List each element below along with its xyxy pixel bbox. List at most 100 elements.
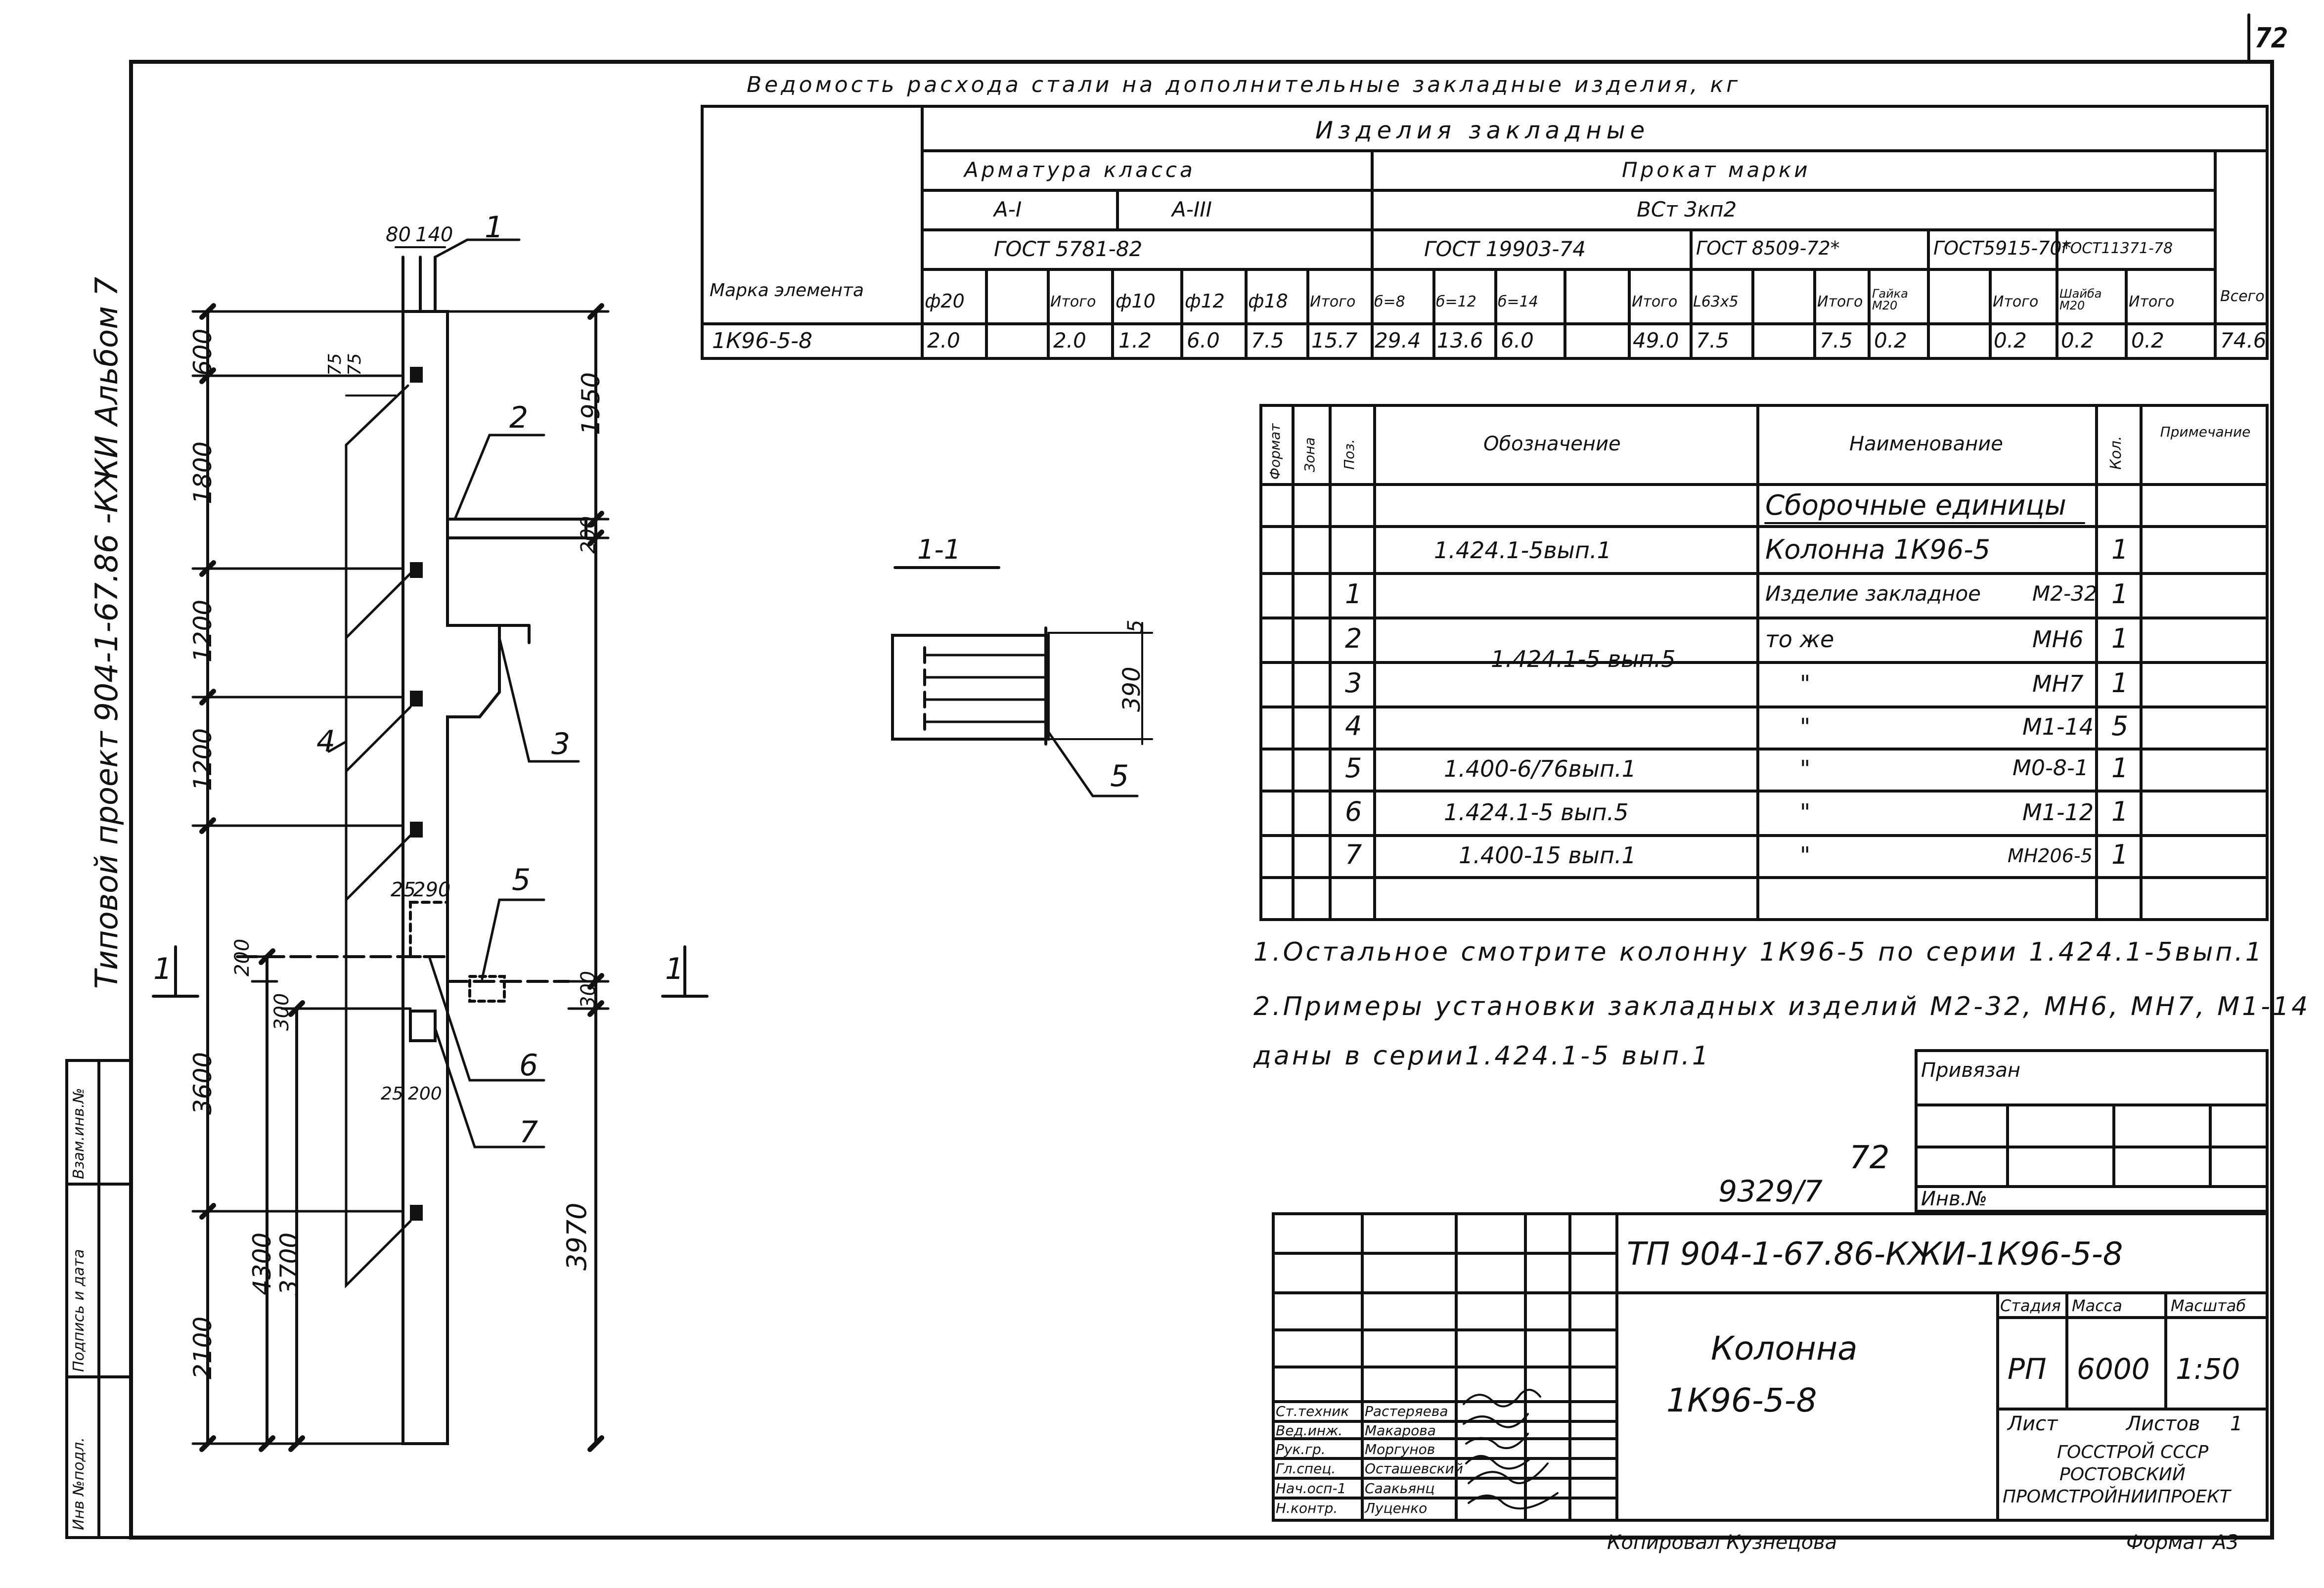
spec-row-poz: 1 [1345,578,1362,610]
podpis-data-label: Подпись и дата [70,1249,88,1372]
table-cell: 49.0 [1633,328,1679,353]
sheet-format: Формат А3 [2126,1531,2239,1554]
subheader-cell: б=14 [1498,293,1538,310]
subheader-cell: б=12 [1436,293,1476,310]
subheader-cell: Итого [2129,293,2175,310]
signer-role: Н.контр. [1276,1500,1338,1516]
masshtab-value: 1:50 [2176,1352,2240,1386]
spec-row-kol: 5 [2111,710,2129,742]
spec-row-mark: МН206-5 [2008,845,2093,867]
marka-elementa-label: Марка элемента [710,280,864,301]
note-line: даны в серии1.424.1-5 вып.1 [1253,1041,1711,1071]
signer-name: Макарова [1365,1422,1436,1439]
left-dim: 1200 [188,599,217,662]
section-label: 1-1 [917,534,961,565]
stadiya-label: Стадия [2000,1296,2061,1315]
spec-row-mark: М1-14 [2022,713,2094,740]
mid-dim: 25 [391,879,416,901]
spec-row-mark: М0-8-1 [2012,755,2089,781]
table-cell: 0.2 [1994,328,2027,353]
oboznachenie-header: Обозначение [1483,433,1621,455]
spec-row-poz: 2 [1345,623,1362,654]
total-dim: 4300 [248,1232,276,1295]
armatura-header: Арматура класса [964,158,1196,182]
table-cell: 0.2 [1874,328,1907,353]
signer-name: Саакьянц [1365,1480,1435,1497]
element-mark: 1К96-5-8 [712,328,812,353]
drawing-mark: 1К96-5-8 [1666,1381,1817,1419]
signer-name: Растеряева [1365,1403,1448,1419]
vertical-project-title: Типовой проект 904-1-67.86 -КЖИ Альбом 7 [89,276,125,989]
subheader-cell: L63х5 [1693,293,1739,310]
table-cell: 15.7 [1311,328,1358,353]
drawing-title: Колонна [1711,1329,1858,1367]
signer-name: Моргунов [1365,1441,1435,1457]
callout-number: 5 [1110,759,1129,794]
copied-by: Копировал Кузнецова [1607,1531,1837,1554]
callout-number: 3 [551,727,571,761]
low-dim: 25 [381,1084,403,1104]
gost-19903: ГОСТ 19903-74 [1424,237,1586,261]
spec-row-poz: 3 [1345,667,1362,699]
gost-5781: ГОСТ 5781-82 [994,237,1143,261]
drawing-code: ТП 904-1-67.86-КЖИ-1К96-5-8 [1627,1236,2123,1273]
spec-row-mark: МН7 [2032,670,2084,697]
signer-role: Ст.техник [1276,1403,1349,1419]
spec-row-kol: 1 [2111,578,2129,610]
steel-grade: ВСт 3кп2 [1637,197,1737,221]
stadiya-value: РП [2008,1352,2047,1386]
top-dim: 140 [415,223,453,246]
signer-role: Рук.гр. [1276,1441,1326,1457]
subheader-cell: ф18 [1248,290,1288,312]
right-dim: 300 [577,970,600,1009]
vzam-inv-label: Взам.инв.№ [70,1088,88,1179]
callout-number: 2 [509,400,529,435]
subheader-cell: Гайка М20 [1872,287,1908,312]
table-cell: 29.4 [1375,328,1421,353]
prokat-header: Прокат марки [1622,158,1811,182]
right-dim: 1950 [577,372,605,435]
subheader-cell: б=8 [1374,293,1405,310]
poz-header: Поз. [1341,439,1357,470]
spec-row-name: Изделие закладное [1765,581,1981,606]
table-cell: 7.5 [1820,328,1853,353]
spec-row-kol: 1 [2111,796,2129,827]
spec-row-name: Колонна 1К96-5 [1765,534,1991,565]
spec-row-kol: 1 [2111,667,2129,699]
prim-header: Примечание [2160,424,2251,440]
spec-row-poz: 6 [1345,796,1362,827]
table-cell: 2.0 [1053,328,1086,353]
row-total: 74.6 [2220,328,2267,353]
org-line: ГОССТРОЙ СССР [2057,1442,2209,1462]
spec-row-kol: 1 [2111,839,2129,870]
left-dim: 600 [188,328,217,376]
left-dim: 3600 [188,1052,217,1115]
low-dim: 200 [408,1084,442,1104]
inner-dim: 300 [270,993,293,1031]
steel-table-title: Ведомость расхода стали на дополнительны… [747,72,1741,97]
callout-number: 7 [519,1115,538,1149]
spec-row-poz: 5 [1345,752,1362,784]
list-label: Лист [2008,1412,2058,1435]
spec-row-designation: 1.424.1-5 вып.5 [1444,799,1629,826]
gost-11371: ГОСТ11371-78 [2062,240,2173,257]
table-cell: 2.0 [927,328,960,353]
spec-row-mark: МН6 [2032,626,2084,653]
listov-value: 1 [2230,1412,2243,1435]
subheader-cell: Итого [1632,293,1678,310]
massa-value: 6000 [2077,1352,2150,1386]
signer-role: Гл.спец. [1276,1460,1336,1477]
signer-name: Луценко [1365,1500,1428,1516]
naimenovanie-header: Наименование [1849,433,2003,455]
total-dim: 3700 [275,1232,304,1295]
inv-no-label: Инв.№ [1921,1188,1987,1210]
table-cell: 13.6 [1437,328,1483,353]
gost-8509: ГОСТ 8509-72* [1696,237,1840,259]
spec-row-kol: 1 [2111,534,2129,565]
archive-number: 9329/7 [1718,1174,1823,1209]
spec-row-poz: 7 [1345,839,1362,870]
spec-section-title: Сборочные единицы [1765,489,2066,522]
inner-dim: 200 [231,938,254,976]
page-number: 72 [2255,22,2288,54]
spec-row-designation: 1.424.1-5вып.1 [1434,537,1611,564]
